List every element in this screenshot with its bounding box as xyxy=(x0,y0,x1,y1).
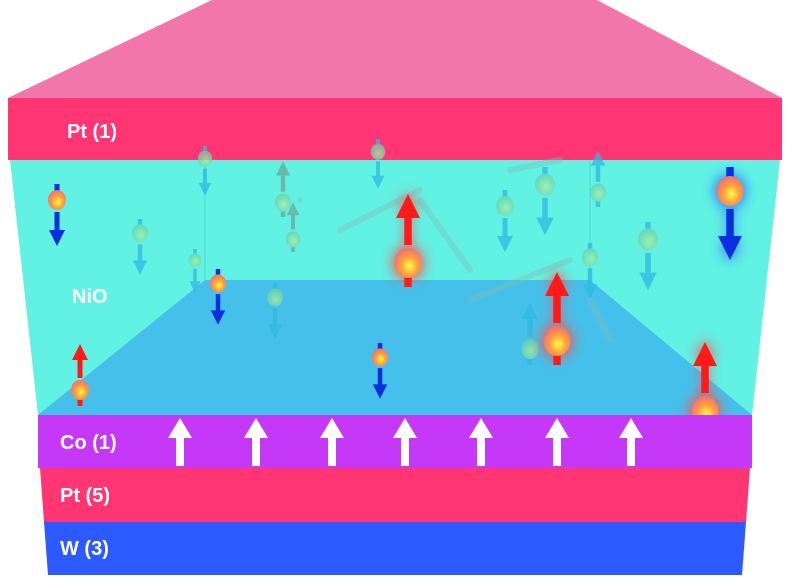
spin-down-faint-icon xyxy=(266,283,284,339)
nio-label: NiO xyxy=(72,286,108,308)
spin-up-gray-icon xyxy=(274,161,292,217)
spin-up-faint-icon xyxy=(521,303,539,365)
co-up-arrow-icon xyxy=(244,418,268,466)
co-up-arrow-icon xyxy=(320,418,344,466)
spin-down-blue-icon xyxy=(209,269,227,325)
spin-up-red-icon xyxy=(540,269,574,365)
w-3-layer xyxy=(44,522,746,575)
spin-down-faint-icon xyxy=(370,139,386,189)
co-magnetization-arrows xyxy=(168,418,643,466)
spin-down-blue-icon xyxy=(371,343,389,399)
pt-1-layer xyxy=(8,98,782,160)
spin-up-red-icon xyxy=(391,191,425,287)
spin-down-faint-icon xyxy=(581,243,599,299)
pt-top-surface xyxy=(8,0,782,98)
co-1-layer xyxy=(38,415,752,468)
pt-5-layer xyxy=(40,468,750,522)
spin-up-gray-icon xyxy=(285,202,301,252)
spin-down-faint-icon xyxy=(131,219,149,275)
co-up-arrow-icon xyxy=(393,418,417,466)
spin-down-blue-icon xyxy=(48,184,66,246)
spin-up-faint-icon xyxy=(589,151,607,207)
co-up-arrow-icon xyxy=(168,418,192,466)
spin-down-faint-icon xyxy=(638,222,658,291)
pt-1-label: Pt (1) xyxy=(67,121,117,143)
co-up-arrow-icon xyxy=(545,418,569,466)
spin-down-blue-icon xyxy=(713,167,747,263)
w-3-label: W (3) xyxy=(60,538,109,560)
pt-5-label: Pt (5) xyxy=(60,485,110,507)
spin-down-faint-icon xyxy=(496,190,514,252)
spin-up-red-icon xyxy=(71,344,89,406)
spin-down-faint-icon xyxy=(197,146,213,196)
spin-down-faint-icon xyxy=(535,167,555,236)
co-up-arrow-icon xyxy=(469,418,493,466)
spin-down-faint-icon xyxy=(188,249,202,293)
co-up-arrow-icon xyxy=(619,418,643,466)
co-1-label: Co (1) xyxy=(60,432,117,454)
